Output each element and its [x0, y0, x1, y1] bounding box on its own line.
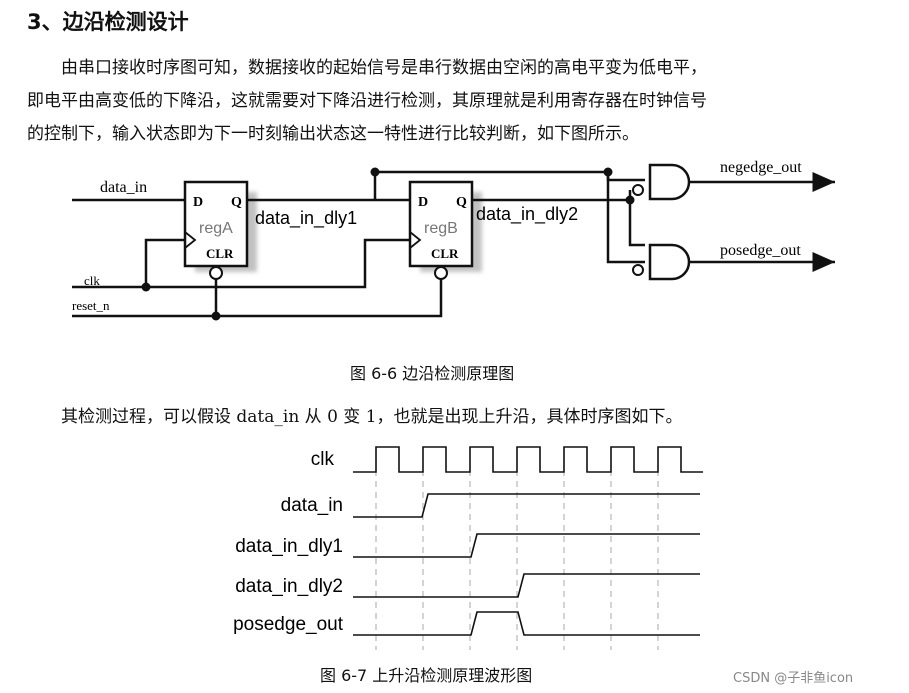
wave-clk-label: clk: [311, 449, 335, 470]
reg-a-clr-pin: CLR: [206, 246, 234, 261]
wave-dly2-label: data_in_dly2: [235, 576, 343, 597]
clk-label: clk: [84, 273, 100, 288]
reg-b-d-pin: D: [418, 195, 428, 210]
reg-a-q-pin: Q: [231, 195, 242, 210]
reset-n-label: reset_n: [72, 298, 110, 313]
figure-caption-6-7: 图 6-7 上升沿检测原理波形图: [320, 666, 533, 685]
figure-caption-6-6: 图 6-6 边沿检测原理图: [350, 364, 515, 383]
wave-data-in-label: data_in: [281, 495, 343, 516]
negedge-out-label: negedge_out: [720, 159, 802, 176]
dly1-wave: [353, 533, 700, 558]
wave-posedge-out-label: posedge_out: [233, 614, 344, 635]
clk-wave: [353, 446, 703, 473]
reg-a-name: regA: [199, 220, 233, 237]
reg-b-clr-pin: CLR: [431, 246, 459, 261]
dly2-label: data_in_dly2: [476, 204, 578, 225]
reg-a-d-pin: D: [193, 195, 203, 210]
posedge-out-label: posedge_out: [720, 242, 801, 259]
watermark: CSDN @子非鱼icon: [733, 671, 854, 686]
wave-dly1-label: data_in_dly1: [235, 536, 343, 557]
posedge-out-wave: [353, 611, 700, 636]
data-in-wave: [353, 493, 700, 518]
detection-text: 其检测过程，可以假设 data_in 从 0 变 1，也就是出现上升沿，具体时序…: [61, 407, 683, 427]
reg-b-name: regB: [424, 220, 458, 237]
paragraph-line: 即电平由高变低的下降沿，这就需要对下降沿进行检测，其原理就是利用寄存器在时钟信号: [27, 91, 707, 111]
data-in-label: data_in: [100, 179, 147, 196]
dly1-label: data_in_dly1: [255, 208, 357, 229]
paragraph-line: 由串口接收时序图可知，数据接收的起始信号是串行数据由空闲的高电平变为低电平，: [61, 58, 707, 78]
intro-paragraph: 由串口接收时序图可知，数据接收的起始信号是串行数据由空闲的高电平变为低电平， 即…: [27, 52, 895, 151]
reg-b-q-pin: Q: [456, 195, 467, 210]
reg-b-box: [408, 180, 474, 268]
section-heading: 3、边沿检测设计: [27, 10, 189, 34]
dly2-wave: [353, 573, 700, 598]
paragraph-line: 的控制下，输入状态即为下一时刻输出状态这一特性进行比较判断，如下图所示。: [27, 124, 639, 144]
reg-a-box: [183, 180, 249, 268]
